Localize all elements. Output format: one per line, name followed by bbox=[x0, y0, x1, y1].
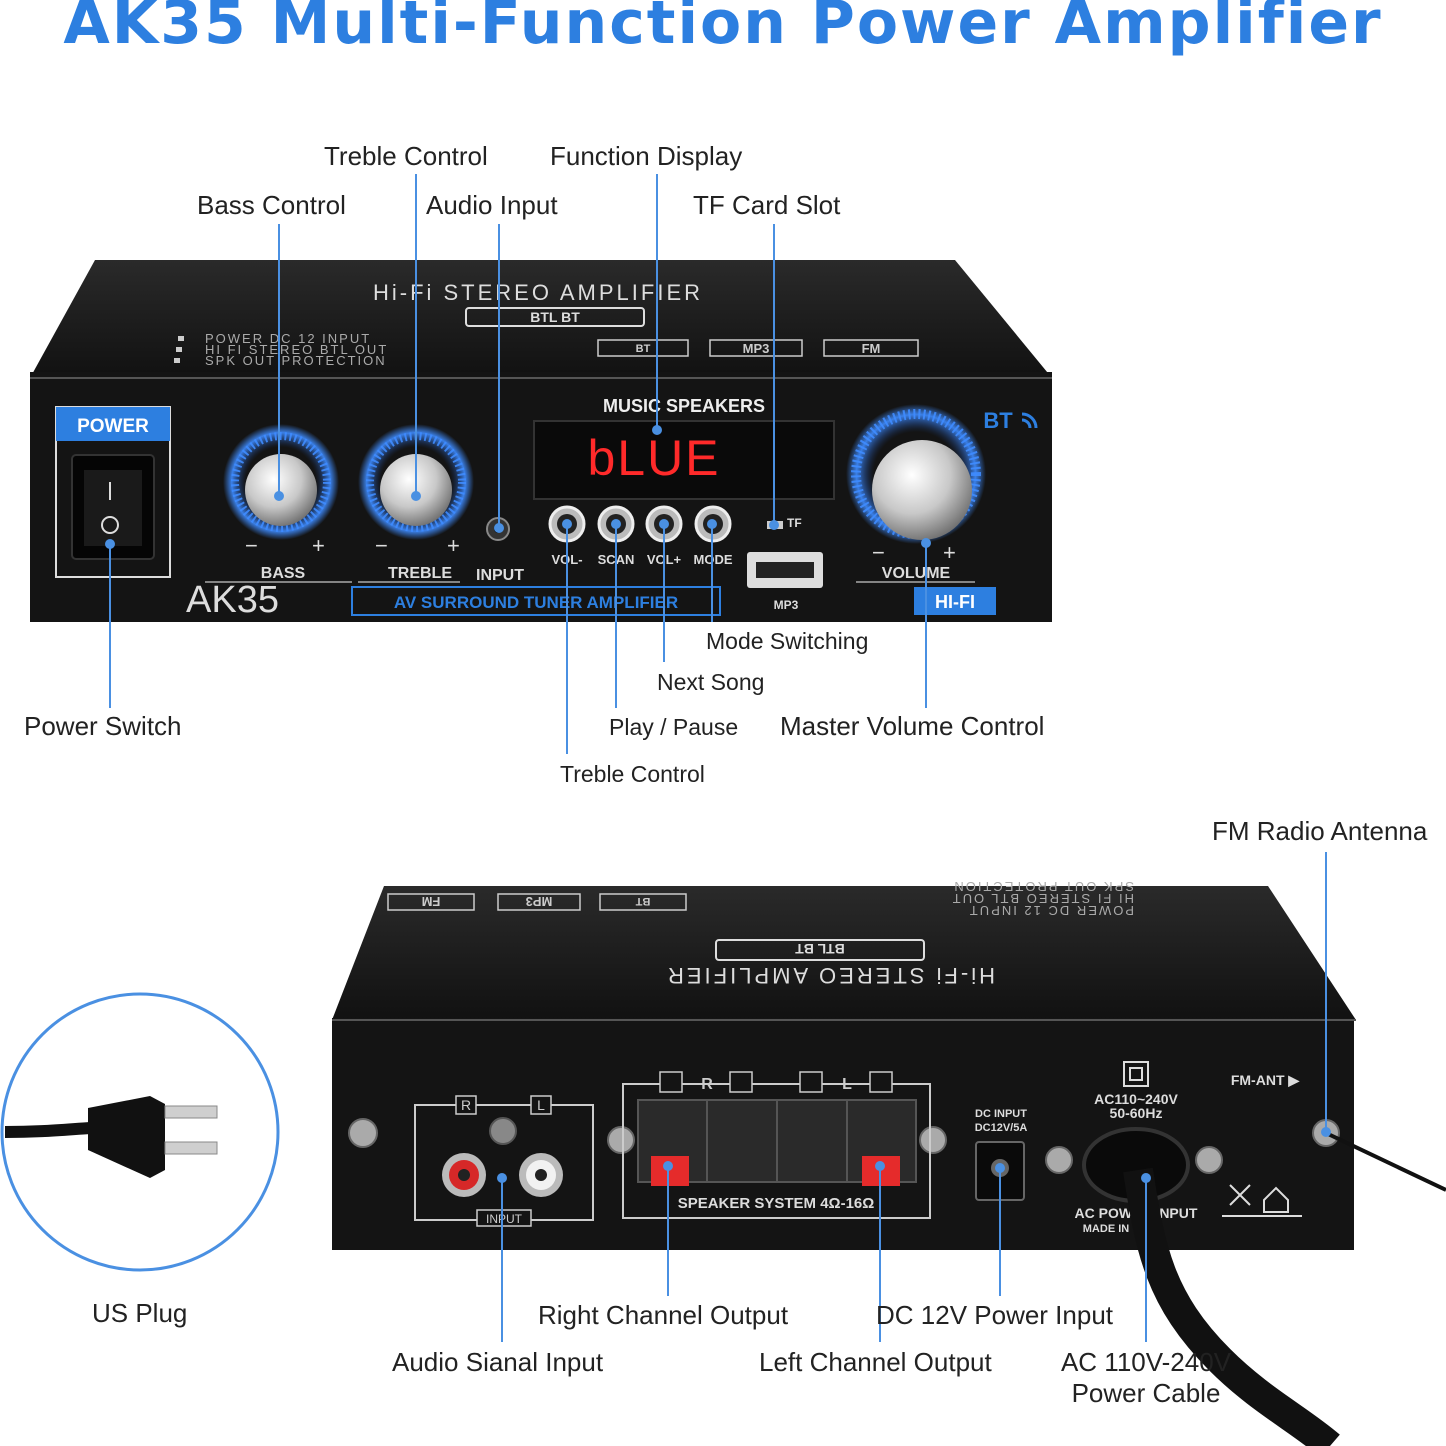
dc-input-label-2: DC12V/5A bbox=[975, 1122, 1028, 1134]
screw-icon bbox=[348, 1118, 378, 1148]
fm-antenna-wire bbox=[1325, 1131, 1446, 1192]
front-top-panel bbox=[30, 260, 1052, 378]
power-cable bbox=[1123, 1167, 1340, 1446]
model-label: AK35 bbox=[186, 579, 279, 621]
rear-amplifier: Hi-Fi STEREO AMPLIFIER BTL BT POWER DC 1… bbox=[332, 879, 1446, 1446]
callout-audio-signal-input: Audio Sianal Input bbox=[392, 1347, 604, 1377]
screw-icon bbox=[1195, 1146, 1223, 1174]
power-label-bg bbox=[56, 407, 170, 441]
rear-btl-badge: BTL BT bbox=[795, 941, 845, 957]
treble-minus: − bbox=[375, 533, 388, 558]
screw-icon bbox=[919, 1126, 947, 1154]
button-label-mode: MODE bbox=[694, 552, 733, 567]
callout-ac-cable-line1: AC 110V-240V bbox=[1060, 1347, 1232, 1377]
rear-feature-3: SPK OUT PROTECTION bbox=[952, 879, 1134, 894]
surround-label: AV SURROUND TUNER AMPLIFIER bbox=[394, 593, 678, 612]
plug-icon bbox=[88, 1096, 165, 1178]
tf-label: TF bbox=[787, 516, 802, 530]
fm-ant-label: FM-ANT ▶ bbox=[1231, 1072, 1301, 1088]
treble-label: TREBLE bbox=[388, 565, 452, 582]
callout-bass-control: Bass Control bbox=[197, 190, 346, 220]
front-feature-1: POWER DC 12 INPUT bbox=[205, 331, 371, 346]
volume-label: VOLUME bbox=[882, 565, 951, 582]
page-title: AK35 Multi-Function Power Amplifier bbox=[63, 0, 1383, 58]
hifi-label: HI-FI bbox=[935, 592, 975, 612]
rear-header-text: Hi-Fi STEREO AMPLIFIER bbox=[665, 963, 995, 988]
music-speakers-label: MUSIC SPEAKERS bbox=[603, 396, 765, 416]
master-volume-knob[interactable] bbox=[872, 440, 972, 540]
callout-audio-input: Audio Input bbox=[426, 190, 558, 220]
volume-minus: − bbox=[872, 540, 885, 565]
hifi-badge bbox=[914, 587, 996, 615]
front-amplifier: Hi-Fi STEREO AMPLIFIER BTL BT POWER DC 1… bbox=[30, 260, 1052, 622]
bt-label: BT bbox=[983, 408, 1013, 433]
weee-home-icon bbox=[1229, 1184, 1289, 1213]
ac-label-2: 50-60Hz bbox=[1110, 1105, 1163, 1121]
speaker-r-label: R bbox=[701, 1076, 713, 1093]
callout-treble-control-bottom: Treble Control bbox=[560, 761, 705, 787]
right-plus-terminal[interactable] bbox=[651, 1156, 689, 1186]
callout-mode-switching: Mode Switching bbox=[706, 628, 869, 654]
speaker-system-label: SPEAKER SYSTEM 4Ω-16Ω bbox=[678, 1195, 875, 1212]
callout-right-channel: Right Channel Output bbox=[538, 1300, 789, 1330]
front-btl-badge: BTL BT bbox=[530, 309, 580, 325]
bass-knob[interactable] bbox=[245, 454, 317, 526]
front-badge-mp3: MP3 bbox=[743, 341, 770, 356]
treble-plus: + bbox=[447, 533, 460, 558]
screw-icon bbox=[1045, 1146, 1073, 1174]
callout-us-plug: US Plug bbox=[92, 1298, 188, 1328]
power-label: POWER bbox=[77, 416, 149, 437]
rear-badge-fm: FM bbox=[422, 894, 441, 909]
function-display bbox=[533, 420, 835, 500]
front-leader-lines bbox=[105, 174, 931, 754]
rear-badge-bt: BT bbox=[635, 895, 650, 907]
mp3-label: MP3 bbox=[774, 598, 799, 612]
rear-badge-mp3: MP3 bbox=[526, 894, 553, 909]
display-readout: bLUE bbox=[587, 430, 720, 486]
bt-signal-icon bbox=[1021, 412, 1038, 429]
speaker-l-label: L bbox=[842, 1076, 852, 1093]
rear-feature-2: HI FI STEREO BTL OUT bbox=[951, 891, 1134, 906]
bass-label: BASS bbox=[261, 565, 306, 582]
callout-master-volume: Master Volume Control bbox=[780, 711, 1045, 741]
bass-plus: + bbox=[312, 533, 325, 558]
bass-minus: − bbox=[245, 533, 258, 558]
callout-play-pause: Play / Pause bbox=[609, 714, 739, 740]
rca-input-label: INPUT bbox=[486, 1212, 523, 1226]
front-feature-2: HI FI STEREO BTL OUT bbox=[205, 342, 388, 357]
callout-dc-power-input: DC 12V Power Input bbox=[876, 1300, 1114, 1330]
front-feature-3: SPK OUT PROTECTION bbox=[205, 353, 387, 368]
made-in-label: MADE IN bbox=[1083, 1223, 1130, 1235]
input-label: INPUT bbox=[476, 567, 524, 584]
dc-input-label-1: DC INPUT bbox=[975, 1108, 1027, 1120]
volume-plus: + bbox=[943, 540, 956, 565]
rear-top-panel bbox=[332, 886, 1356, 1020]
rear-feature-1: POWER DC 12 INPUT bbox=[968, 903, 1134, 918]
rear-leader-lines bbox=[497, 852, 1331, 1342]
rca-r-label: R bbox=[461, 1097, 471, 1113]
callout-fm-antenna: FM Radio Antenna bbox=[1212, 816, 1428, 846]
screw-icon bbox=[607, 1126, 635, 1154]
us-plug-illustration bbox=[0, 992, 280, 1272]
callout-ac-cable-line2: Power Cable bbox=[1071, 1378, 1221, 1408]
callout-power-switch: Power Switch bbox=[24, 711, 182, 741]
callout-tf-card-slot: TF Card Slot bbox=[693, 190, 841, 220]
callout-treble-control-top: Treble Control bbox=[324, 141, 488, 171]
rca-l-label: L bbox=[537, 1097, 545, 1113]
ac-label-1: AC110~240V bbox=[1094, 1091, 1178, 1107]
front-badge-fm: FM bbox=[862, 341, 881, 356]
speaker-frame bbox=[622, 1083, 931, 1219]
callout-function-display: Function Display bbox=[550, 141, 743, 171]
surround-frame bbox=[351, 586, 721, 616]
front-header-text: Hi-Fi STEREO AMPLIFIER bbox=[373, 280, 703, 305]
callout-next-song: Next Song bbox=[657, 669, 765, 695]
front-badge-bt: BT bbox=[636, 343, 651, 355]
callout-left-channel: Left Channel Output bbox=[759, 1347, 992, 1377]
